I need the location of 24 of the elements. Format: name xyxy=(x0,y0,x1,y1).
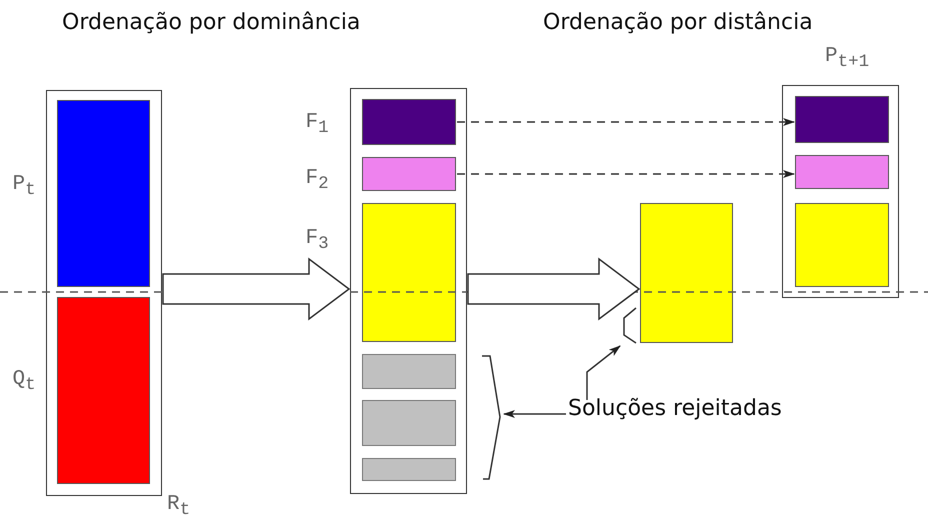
set-label: P$_{t}$ xyxy=(12,172,36,200)
brace xyxy=(480,355,502,480)
annotation-text: Soluções rejeitadas xyxy=(568,396,782,421)
arrow xyxy=(457,118,795,126)
heading: Ordenação por dominância xyxy=(62,10,360,35)
front-block xyxy=(794,96,888,142)
block-arrow xyxy=(467,258,640,320)
arrow xyxy=(457,170,795,178)
set-label: F$_{1}$ xyxy=(306,110,329,138)
front-block xyxy=(640,203,733,343)
front-block xyxy=(794,202,888,286)
rejected-block xyxy=(362,354,456,388)
set-label: F$_{2}$ xyxy=(306,166,329,194)
rejected-block xyxy=(362,400,456,446)
front-block xyxy=(794,154,888,188)
arrow xyxy=(503,410,566,418)
heading: Ordenação por distância xyxy=(543,10,813,35)
rejected-block xyxy=(362,458,456,480)
block-arrow xyxy=(162,258,350,320)
set-label: Q$_{t}$ xyxy=(12,368,36,395)
set-label: R$_{t}$ xyxy=(167,493,190,520)
set-label: P$_{t+1}$ xyxy=(825,45,870,72)
set-label: F$_{3}$ xyxy=(306,226,329,254)
arrow xyxy=(586,345,621,400)
